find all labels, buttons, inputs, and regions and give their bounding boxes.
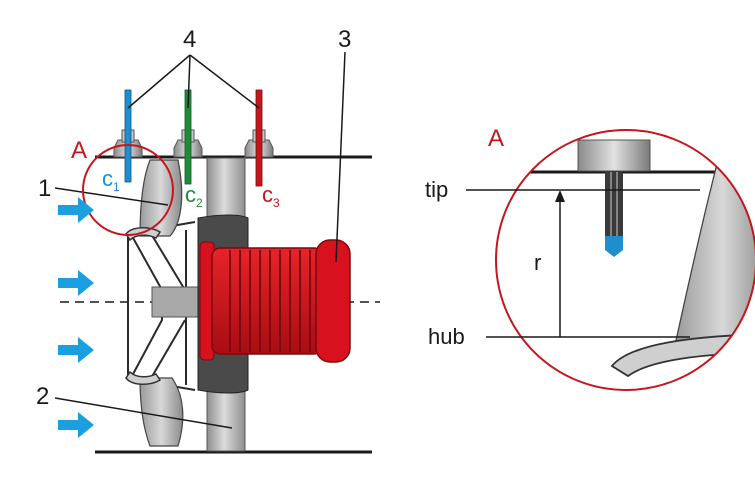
- label-1: 1: [38, 175, 51, 202]
- label-tip: tip: [425, 177, 448, 202]
- airflow-arrows: [58, 197, 94, 438]
- detail-probe-fitting: [577, 139, 651, 172]
- label-c1-sub: 1: [113, 180, 120, 194]
- detail-circle-left: [82, 144, 174, 236]
- leader-lines-4: [127, 54, 260, 109]
- label-c3-sub: 3: [273, 196, 280, 210]
- label-c3-main: c: [262, 182, 273, 207]
- detail-view: A tip hub r: [425, 125, 755, 391]
- label-c1: c1: [102, 166, 120, 194]
- detail-probe-tip: [605, 236, 623, 250]
- label-A-right: A: [488, 125, 504, 152]
- detail-probe: [605, 172, 623, 250]
- hub-ring-lower: [125, 370, 162, 385]
- hub-ring-upper: [125, 227, 162, 242]
- fan-blade-lower: [139, 377, 184, 447]
- rotor-hub: [151, 286, 199, 318]
- label-4: 4: [183, 26, 196, 53]
- probe-fittings: [113, 129, 274, 158]
- label-3: 3: [338, 26, 351, 53]
- label-c2: c2: [185, 182, 203, 210]
- airflow-arrow: [58, 412, 94, 438]
- detail-circle-right: [495, 129, 755, 391]
- fan-blade-upper: [139, 159, 183, 237]
- airflow-arrow: [58, 270, 94, 296]
- label-hub: hub: [428, 324, 465, 349]
- motor-cooling-fins: [229, 250, 311, 352]
- probe-c1: [124, 89, 132, 183]
- probe-c3: [255, 89, 263, 187]
- label-c2-sub: 2: [196, 196, 203, 210]
- airflow-arrow: [58, 197, 94, 223]
- label-c3: c3: [262, 182, 280, 210]
- leader-lines-other: [54, 51, 346, 429]
- airflow-arrow: [58, 337, 94, 363]
- radius-arrowhead: [555, 190, 565, 202]
- label-A-left: A: [71, 137, 87, 164]
- motor-end-cap: [315, 239, 351, 363]
- label-2: 2: [36, 383, 49, 410]
- label-c1-main: c: [102, 166, 113, 191]
- label-c2-main: c: [185, 182, 196, 207]
- motor: [199, 239, 351, 363]
- label-r: r: [534, 250, 541, 275]
